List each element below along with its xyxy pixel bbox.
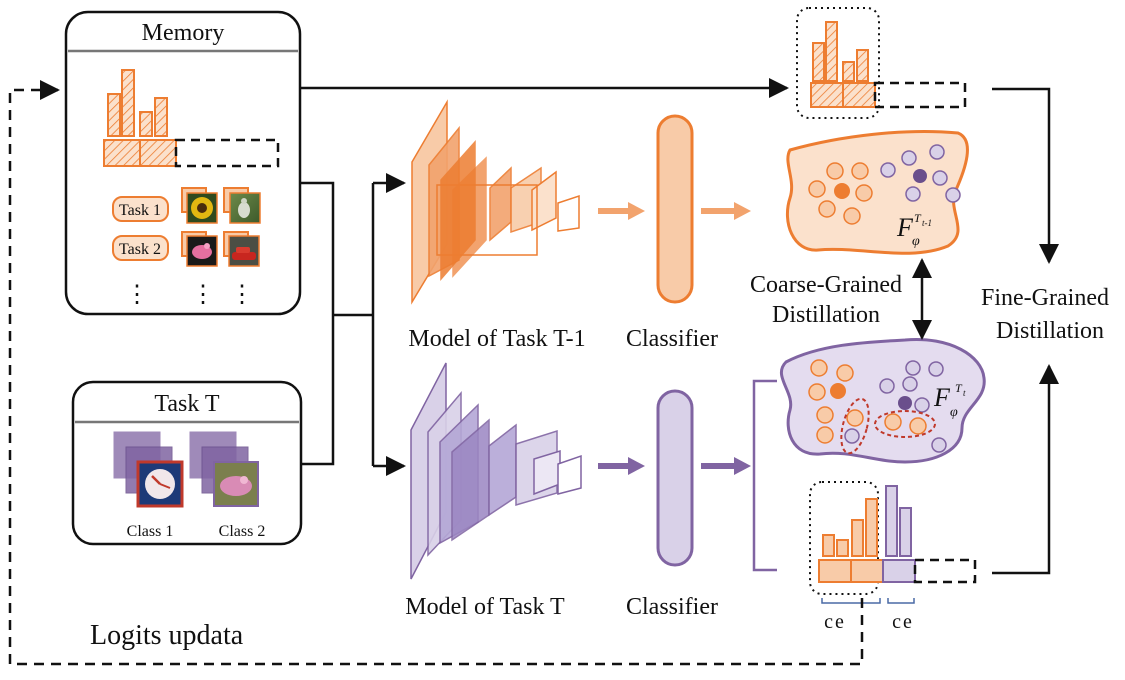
memory-logits-histogram: [103, 69, 280, 168]
task-t-panel: Task T Class 1 Class 2: [71, 380, 303, 546]
new-model-label: Model of Task T: [405, 594, 565, 620]
memory-ellipsis: ⋮: [230, 282, 254, 308]
memory-ellipsis: ⋮: [191, 282, 215, 308]
logits-update-loop: [8, 80, 864, 666]
car-image: [223, 231, 260, 267]
fine-label-line1: Fine-Grained: [981, 285, 1109, 311]
fine-arrows: [992, 87, 1059, 575]
new-classifier: [656, 389, 694, 567]
svg-text:t: t: [963, 388, 966, 398]
memory-ellipsis: ⋮: [125, 282, 149, 308]
svg-text:Task 1: Task 1: [119, 202, 161, 219]
new-feature-symbol: F φ T t: [933, 381, 966, 420]
task-t-title: Task T: [154, 391, 220, 417]
old-arrows: [598, 202, 751, 220]
output-bracket: [752, 379, 777, 572]
old-logits-histogram: [796, 7, 967, 119]
task1-badge: Task 1: [112, 196, 169, 222]
coarse-label-line1: Coarse-Grained: [750, 272, 902, 298]
new-arrows: [598, 457, 751, 475]
svg-text:T: T: [914, 211, 922, 225]
svg-text:t-1: t-1: [922, 218, 932, 228]
new-feature-space: F φ T t: [779, 337, 986, 464]
svg-text:F: F: [933, 383, 951, 412]
sunflower-image: [181, 187, 218, 224]
svg-text:T: T: [955, 381, 963, 395]
class2-label: Class 2: [219, 523, 266, 540]
task2-badge: Task 2: [112, 235, 169, 261]
class2-image-stack: [189, 431, 259, 507]
old-feature-space: F φ T t-1: [785, 130, 969, 255]
old-classifier-label: Classifier: [626, 326, 718, 352]
svg-text:Task 2: Task 2: [119, 241, 161, 258]
svg-text:φ: φ: [912, 234, 920, 249]
new-classifier-label: Classifier: [626, 594, 718, 620]
old-classifier: [656, 114, 694, 304]
svg-text:F: F: [896, 213, 914, 242]
svg-text:φ: φ: [950, 405, 958, 420]
class1-image-stack: [113, 431, 184, 508]
memory-panel: Memory Task 1 Task 2: [64, 10, 302, 316]
coarse-label-line2: Distillation: [772, 302, 880, 328]
old-model-label: Model of Task T-1: [408, 326, 585, 352]
class1-label: Class 1: [127, 523, 174, 540]
input-connectors: [300, 78, 789, 476]
frog-image: [181, 231, 218, 267]
fine-label-line2: Distillation: [996, 318, 1104, 344]
new-logits-histogram: [809, 481, 977, 595]
old-model-network: [411, 99, 580, 305]
memory-title: Memory: [142, 20, 225, 46]
old-feature-symbol: F φ T t-1: [896, 211, 932, 249]
ce-right-label: ce: [892, 611, 914, 633]
ce-left-label: ce: [824, 611, 846, 633]
bird-image: [223, 187, 261, 224]
new-model-network: [410, 362, 582, 580]
logits-update-label: Logits updata: [90, 620, 244, 651]
ce-braces: [821, 598, 915, 604]
